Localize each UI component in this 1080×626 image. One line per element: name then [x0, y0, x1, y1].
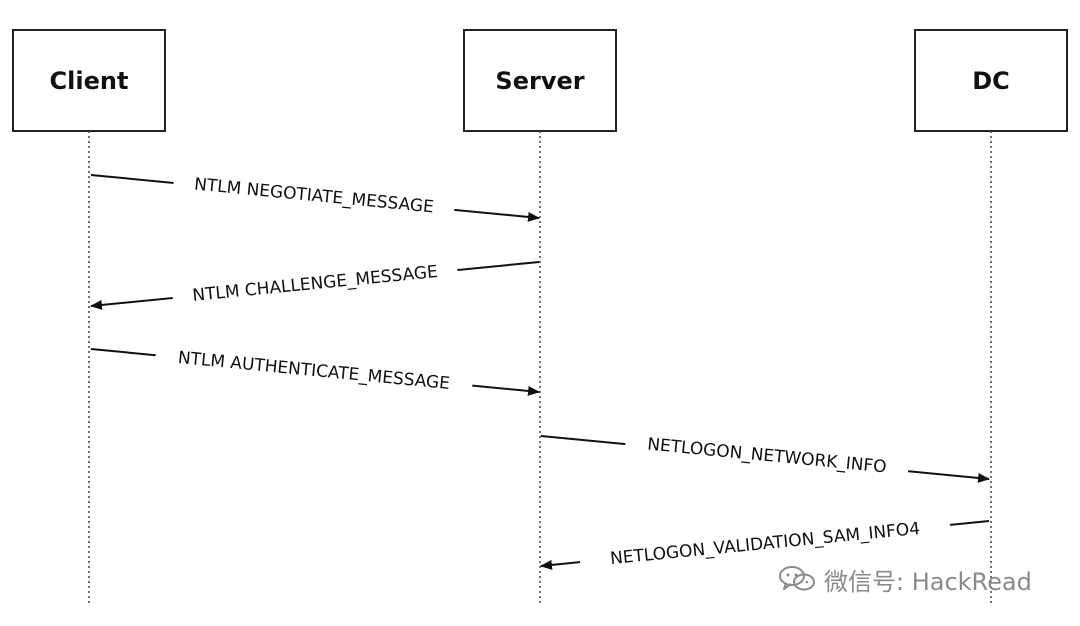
participant-label-client: Client [50, 67, 129, 95]
message-ntlm-negotiate: NTLM NEGOTIATE_MESSAGE [90, 169, 540, 222]
message-label-netlogon-network-info: NETLOGON_NETWORK_INFO [646, 435, 887, 478]
message-label-ntlm-challenge: NTLM CHALLENGE_MESSAGE [192, 262, 439, 306]
message-netlogon-network-info: NETLOGON_NETWORK_INFO [540, 429, 990, 483]
message-ntlm-challenge: NTLM CHALLENGE_MESSAGE [90, 257, 540, 310]
message-ntlm-authenticate: NTLM AUTHENTICATE_MESSAGE [90, 342, 540, 398]
message-label-bg-ntlm-authenticate [154, 342, 474, 398]
message-label-ntlm-negotiate: NTLM NEGOTIATE_MESSAGE [193, 175, 434, 218]
participant-label-dc: DC [972, 67, 1010, 95]
participant-client: Client [12, 29, 166, 132]
participant-server: Server [463, 29, 617, 132]
participant-box-server [463, 29, 617, 132]
participant-dc: DC [914, 29, 1068, 132]
message-label-bg-ntlm-negotiate [172, 169, 456, 221]
wechat-watermark: 微信号: HackRead [776, 560, 1032, 598]
message-label-bg-netlogon-validation-sam-info4 [578, 512, 952, 574]
message-label-bg-netlogon-network-info [624, 429, 910, 481]
message-label-ntlm-authenticate: NTLM AUTHENTICATE_MESSAGE [177, 348, 451, 394]
participant-label-server: Server [495, 67, 584, 95]
participant-box-dc [914, 29, 1068, 132]
wechat-icon [776, 562, 818, 596]
participant-box-client [12, 29, 166, 132]
message-label-bg-ntlm-challenge [171, 257, 459, 309]
wechat-watermark-text: 微信号: HackRead [824, 567, 1032, 596]
